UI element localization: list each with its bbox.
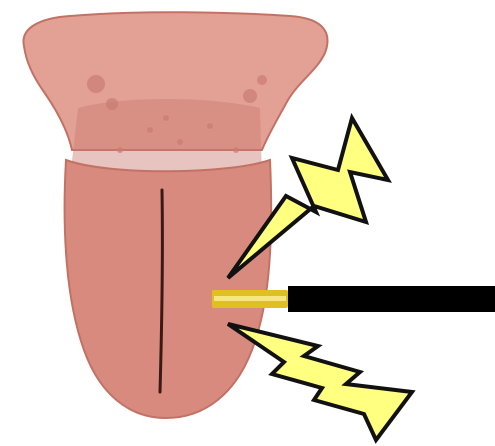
electrode-tip-stripe (214, 296, 286, 301)
electrode-rod (288, 286, 495, 312)
